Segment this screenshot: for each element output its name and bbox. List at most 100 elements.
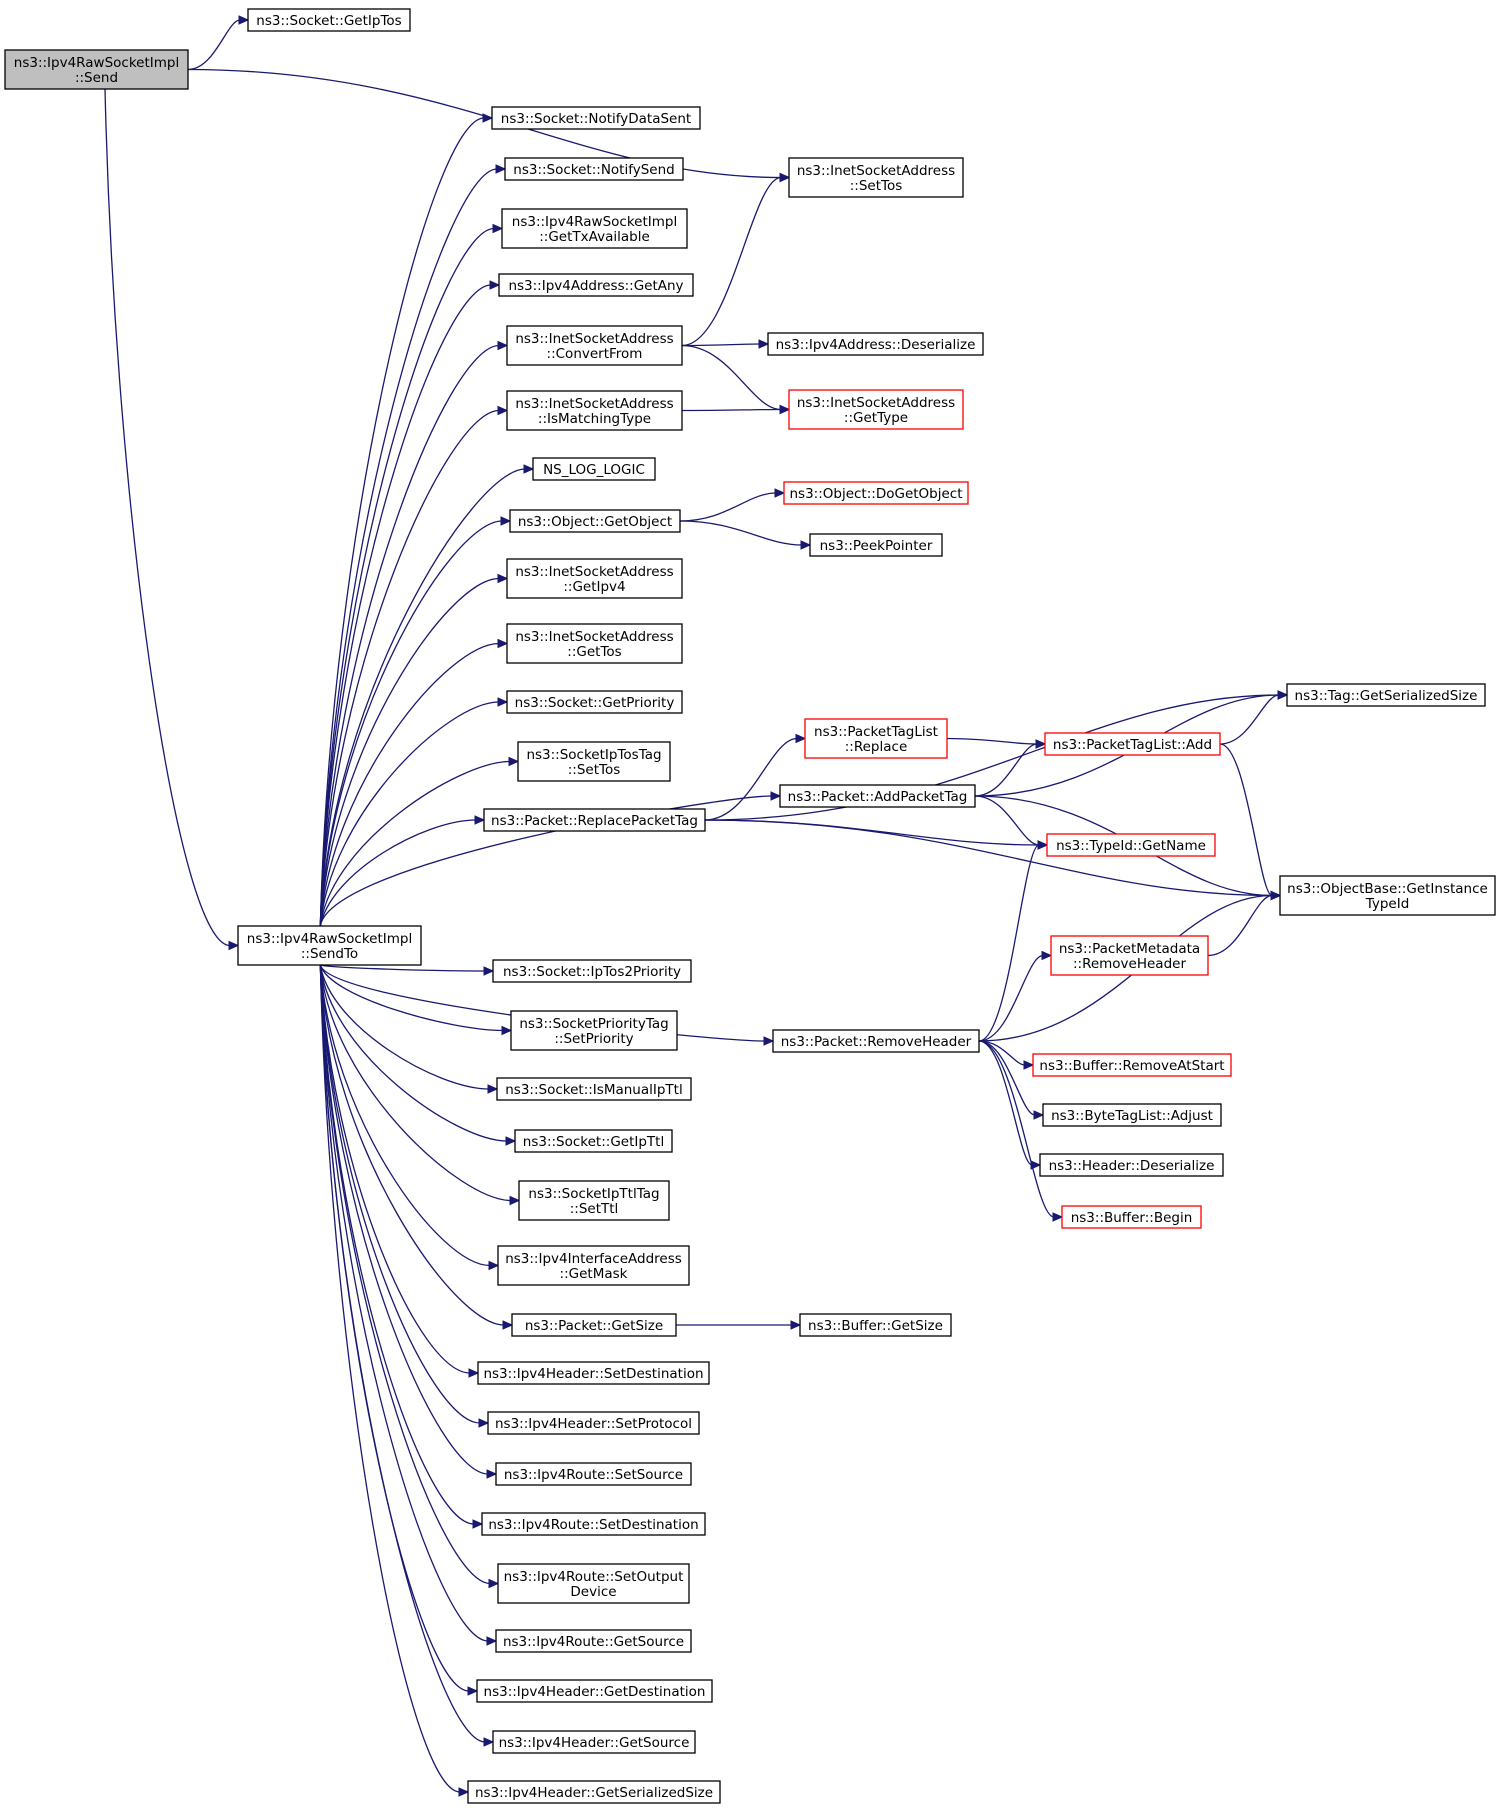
node-box [511, 1313, 677, 1337]
node-typeid-getname[interactable]: ns3::TypeId::GetName [1046, 833, 1216, 857]
node-prioritytag-setpriority[interactable]: ns3::SocketPriorityTag::SetPriority [510, 1010, 678, 1051]
edge-sendto-to-notifysend [319, 164, 507, 927]
node-hdr-setdestination[interactable]: ns3::Ipv4Header::SetDestination [477, 1361, 710, 1385]
node-header-deserialize[interactable]: ns3::Header::Deserialize [1039, 1153, 1224, 1177]
edge-sendto-to-addpackettag [319, 791, 782, 927]
node-label: ns3::Socket::GetPriority [515, 695, 675, 711]
node-box [804, 718, 948, 759]
node-buffer-begin[interactable]: ns3::Buffer::Begin [1061, 1205, 1202, 1229]
node-hdr-setprotocol[interactable]: ns3::Ipv4Header::SetProtocol [487, 1411, 700, 1435]
edge-convertfrom-to-settos_isa [681, 172, 791, 347]
node-route-setdestination[interactable]: ns3::Ipv4Route::SetDestination [481, 1512, 706, 1536]
edge-sendto-to-gettxavailable [319, 223, 504, 927]
node-tag-getsersize[interactable]: ns3::Tag::GetSerializedSize [1286, 683, 1486, 707]
node-box [1279, 875, 1496, 916]
node-box [477, 1361, 710, 1385]
node-ptl-replace[interactable]: ns3::PacketTagList::Replace [804, 718, 948, 759]
node-route-setsource[interactable]: ns3::Ipv4Route::SetSource [495, 1462, 692, 1486]
node-box [1061, 1205, 1202, 1229]
node-buffer-getsize[interactable]: ns3::Buffer::GetSize [799, 1313, 952, 1337]
node-getmask[interactable]: ns3::Ipv4InterfaceAddress::GetMask [497, 1245, 690, 1286]
node-ipttltag-setttl[interactable]: ns3::SocketIpTtlTag::SetTtl [518, 1180, 670, 1221]
node-addpackettag[interactable]: ns3::Packet::AddPacketTag [779, 784, 976, 808]
node-peekpointer[interactable]: ns3::PeekPointer [809, 533, 943, 557]
node-pm-removeheader[interactable]: ns3::PacketMetadata::RemoveHeader [1050, 935, 1209, 976]
node-box [788, 157, 964, 198]
edge-send-to-sendto [104, 88, 240, 951]
node-getipttl[interactable]: ns3::Socket::GetIpTtl [514, 1129, 673, 1153]
edge-sendto-to-getany [319, 280, 501, 927]
node-ismatchingtype[interactable]: ns3::InetSocketAddress::IsMatchingType [506, 390, 683, 431]
node-box [799, 1313, 952, 1337]
node-label: ::SetPriority [554, 1031, 633, 1047]
node-box [487, 1411, 700, 1435]
node-gettxavailable[interactable]: ns3::Ipv4RawSocketImpl::GetTxAvailable [501, 208, 688, 249]
edge-sendto-to-ismanualipttl [319, 964, 499, 1094]
node-box [1032, 1053, 1232, 1077]
node-label: ns3::Socket::GetIpTos [256, 13, 401, 29]
node-label: ns3::Header::Deserialize [1049, 1158, 1215, 1174]
node-getiptos[interactable]: ns3::Socket::GetIpTos [247, 8, 411, 32]
edge-convertfrom-to-gettype [681, 344, 791, 415]
node-hdr-getsource[interactable]: ns3::Ipv4Header::GetSource [492, 1730, 696, 1754]
node-label: ns3::InetSocketAddress [515, 564, 673, 580]
edge-sendto-to-iptostag_settos [319, 756, 520, 927]
edge-sendto-to-packet_getsize [319, 964, 514, 1330]
node-gettos[interactable]: ns3::InetSocketAddress::GetTos [506, 623, 683, 664]
node-getany[interactable]: ns3::Ipv4Address::GetAny [498, 273, 694, 297]
node-notifydatasent[interactable]: ns3::Socket::NotifyDataSent [491, 106, 701, 130]
node-ptl-add[interactable]: ns3::PacketTagList::Add [1044, 732, 1221, 756]
node-convertfrom[interactable]: ns3::InetSocketAddress::ConvertFrom [506, 325, 683, 366]
node-route-getsource[interactable]: ns3::Ipv4Route::GetSource [495, 1629, 692, 1653]
node-buffer-removeatstart[interactable]: ns3::Buffer::RemoveAtStart [1032, 1053, 1232, 1077]
node-sendto[interactable]: ns3::Ipv4RawSocketImpl::SendTo [237, 925, 422, 966]
node-label: ns3::PeekPointer [820, 538, 933, 554]
node-box [497, 1563, 690, 1604]
edge-sendto-to-iptos2priority [320, 964, 495, 976]
node-dogetobject[interactable]: ns3::Object::DoGetObject [783, 481, 969, 505]
node-label: ns3::SocketIpTosTag [526, 747, 661, 763]
edge-sendto-to-route_setsource [319, 964, 498, 1479]
node-label: ns3::Ipv4Route::SetOutput [504, 1569, 684, 1585]
edge-getobject-to-peekpointer [679, 520, 812, 550]
edge-sendto-to-hdr_getsource [319, 964, 495, 1747]
node-iptos2priority[interactable]: ns3::Socket::IpTos2Priority [492, 959, 692, 983]
node-nslog[interactable]: NS_LOG_LOGIC [532, 457, 656, 481]
node-iptostag-settos[interactable]: ns3::SocketIpTosTag::SetTos [517, 741, 671, 782]
node-packet-getsize[interactable]: ns3::Packet::GetSize [511, 1313, 677, 1337]
node-getobject[interactable]: ns3::Object::GetObject [509, 509, 681, 533]
node-gettype[interactable]: ns3::InetSocketAddress::GetType [788, 389, 964, 430]
node-hdr-getserializedsize[interactable]: ns3::Ipv4Header::GetSerializedSize [467, 1780, 721, 1804]
node-getipv4[interactable]: ns3::InetSocketAddress::GetIpv4 [506, 558, 683, 599]
node-box [509, 509, 681, 533]
node-deserialize-ip[interactable]: ns3::Ipv4Address::Deserialize [767, 332, 984, 356]
node-removeheader[interactable]: ns3::Packet::RemoveHeader [772, 1029, 980, 1053]
node-label: TypeId [1365, 896, 1410, 912]
node-notifysend[interactable]: ns3::Socket::NotifySend [504, 157, 684, 181]
node-bytetaglist-adjust[interactable]: ns3::ByteTagList::Adjust [1042, 1103, 1222, 1127]
node-replacepackettag[interactable]: ns3::Packet::ReplacePacketTag [483, 808, 706, 832]
edge-sendto-to-getmask [319, 964, 500, 1271]
node-label: Device [570, 1584, 616, 1600]
edge-removeheader-to-typeid_getname [978, 840, 1049, 1042]
node-settos-isa[interactable]: ns3::InetSocketAddress::SetTos [788, 157, 964, 198]
node-box [783, 481, 969, 505]
node-send[interactable]: ns3::Ipv4RawSocketImpl::Send [4, 49, 189, 90]
node-label: ns3::Ipv4Address::Deserialize [776, 337, 976, 353]
node-box [497, 1245, 690, 1286]
edge-sendto-to-hdr_getserializedsize [319, 964, 470, 1797]
node-label: ::SendTo [301, 946, 358, 962]
node-getpriority[interactable]: ns3::Socket::GetPriority [506, 690, 683, 714]
node-box [496, 1077, 692, 1101]
node-label: ns3::Object::DoGetObject [789, 486, 962, 502]
node-box [517, 741, 671, 782]
node-hdr-getdestination[interactable]: ns3::Ipv4Header::GetDestination [476, 1679, 713, 1703]
node-label: ns3::InetSocketAddress [515, 396, 673, 412]
edge-sendto-to-ipttltag_setttl [319, 964, 521, 1206]
node-box [1050, 935, 1209, 976]
node-label: ns3::ObjectBase::GetInstance [1287, 881, 1488, 897]
node-label: ::GetIpv4 [563, 579, 625, 595]
node-ismanualipttl[interactable]: ns3::Socket::IsManualIpTtl [496, 1077, 692, 1101]
